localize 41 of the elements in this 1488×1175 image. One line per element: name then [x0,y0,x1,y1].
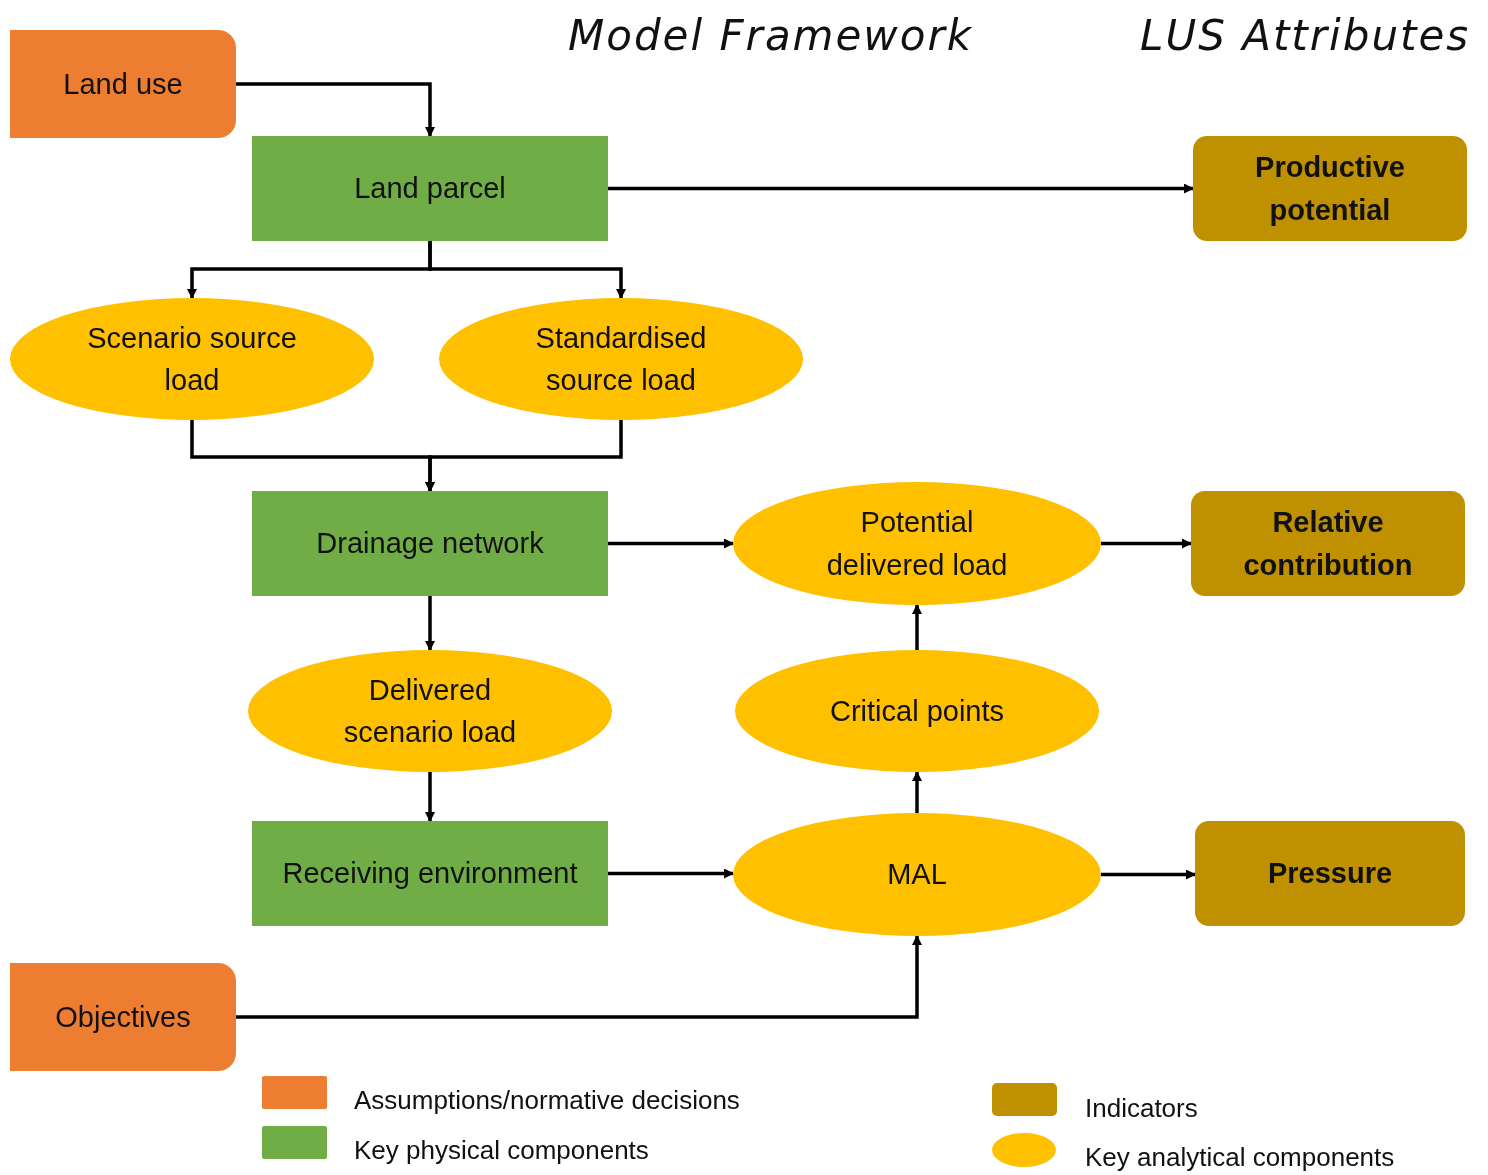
node-label: Objectives [55,999,191,1035]
node-label: Drainage network [316,526,544,562]
node-label: Land use [63,66,183,102]
node-label: Standardised source load [534,320,708,398]
arrow [1101,869,1196,880]
decision-box [10,963,236,1071]
arrow [425,772,435,822]
node-label: Productive potential [1254,150,1406,228]
component-box [252,491,608,596]
node-label: Pressure [1267,856,1393,892]
arrow [1101,538,1192,549]
arrow [608,538,734,549]
column-heading: Model Framework [568,10,973,62]
node-label: Land parcel [354,171,506,207]
node-label: Critical points [829,693,1005,729]
arrow [425,596,435,651]
arrow [912,604,922,650]
legend-label: Indicators [1085,1095,1198,1121]
column-heading: LUS Attributes [1140,10,1471,62]
node-label: MAL [887,857,947,893]
component-box [252,136,608,241]
indicator-box [1191,491,1465,596]
arrow [236,935,922,1019]
arrow [425,420,623,492]
legend-label: Key analytical components [1085,1144,1395,1170]
arrow [912,771,922,813]
node-label: Receiving environment [282,856,578,892]
indicator-box [1195,821,1465,926]
arrow [608,183,1194,194]
arrow [428,241,626,299]
arrow [608,868,734,879]
legend-label: Key physical components [354,1137,649,1163]
legend-label: Assumptions/normative decisions [354,1087,740,1113]
indicator-box [1193,136,1467,241]
arrow [236,82,435,137]
component-box [252,821,608,926]
node-label: Potential delivered load [825,505,1009,583]
node-label: Scenario source load [86,320,298,398]
node-label: Delivered scenario load [342,672,518,750]
node-label: Relative contribution [1242,505,1414,583]
decision-box [10,30,236,138]
